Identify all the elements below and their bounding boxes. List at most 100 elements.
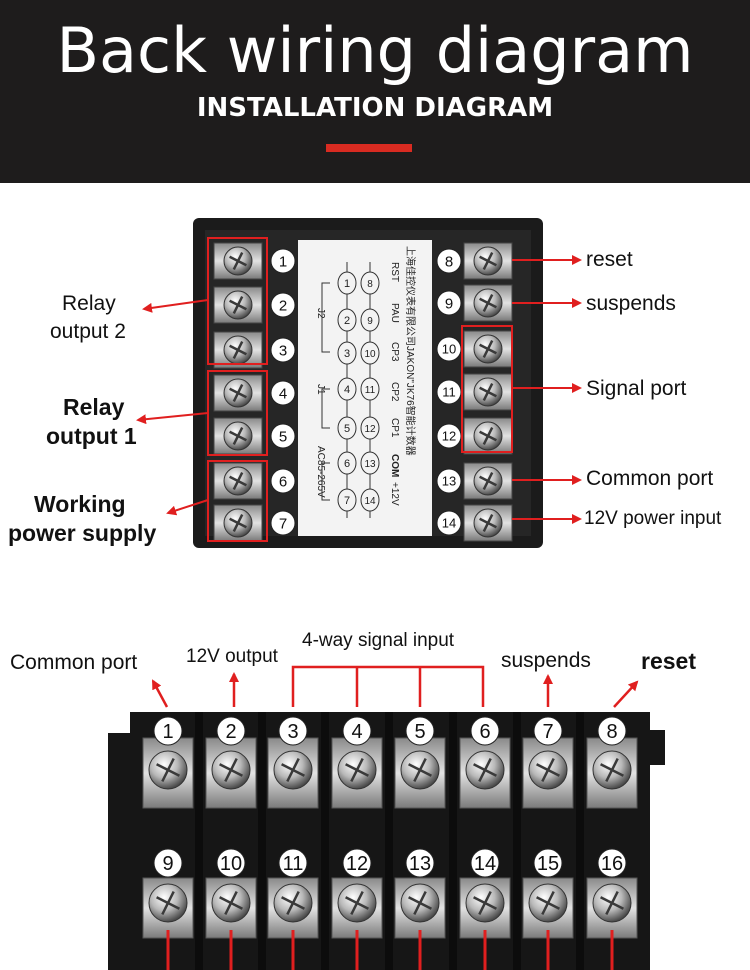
label-relay2-line2: output 2 bbox=[50, 320, 126, 343]
label-relay1-line2: output 1 bbox=[46, 423, 137, 449]
svg-text:10: 10 bbox=[442, 342, 456, 357]
svg-text:2: 2 bbox=[344, 315, 350, 327]
svg-text:14: 14 bbox=[442, 516, 456, 531]
svg-text:13: 13 bbox=[442, 474, 456, 489]
screw-terminal bbox=[473, 466, 503, 496]
panel-circle: 10 bbox=[360, 341, 380, 365]
arrow-common-port bbox=[151, 679, 169, 708]
bracket-signal-input bbox=[291, 665, 485, 707]
label-suspends: suspends bbox=[586, 292, 676, 315]
svg-text:13: 13 bbox=[409, 853, 431, 875]
svg-text:11: 11 bbox=[442, 385, 456, 400]
terminal-number: 4 bbox=[270, 380, 296, 406]
terminal-number: 6 bbox=[270, 468, 296, 494]
terminal-number: 8 bbox=[436, 248, 462, 274]
arrow-reset-bottom bbox=[613, 680, 639, 708]
label-power-line1: Working bbox=[34, 491, 126, 517]
screw-terminal bbox=[473, 508, 503, 538]
terminal-number: 1 bbox=[270, 248, 296, 274]
screw-terminal bbox=[592, 750, 632, 790]
svg-text:15: 15 bbox=[537, 853, 559, 875]
terminal-number: 9 bbox=[436, 290, 462, 316]
svg-text:14: 14 bbox=[474, 853, 496, 875]
svg-text:11: 11 bbox=[365, 385, 376, 396]
panel-schematic: 1234567891011121314RSTPAUCP3CP2CP1COM+12… bbox=[315, 246, 417, 518]
terminal-number-bottom: 12 bbox=[342, 848, 372, 878]
svg-text:7: 7 bbox=[542, 721, 553, 743]
panel-rst: RST bbox=[389, 262, 400, 282]
label-common-port-bottom: Common port bbox=[10, 651, 138, 674]
svg-text:9: 9 bbox=[162, 853, 173, 875]
svg-text:5: 5 bbox=[414, 721, 425, 743]
terminal-number-top: 7 bbox=[533, 716, 563, 746]
terminal-number-bottom: 9 bbox=[153, 848, 183, 878]
panel-j1: J1 bbox=[315, 384, 326, 395]
svg-text:6: 6 bbox=[479, 721, 490, 743]
screw-terminal bbox=[473, 246, 503, 276]
svg-text:4: 4 bbox=[279, 385, 287, 402]
terminal-number: 2 bbox=[270, 292, 296, 318]
svg-text:12: 12 bbox=[346, 853, 368, 875]
panel-circle: 6 bbox=[337, 451, 357, 475]
svg-text:7: 7 bbox=[279, 515, 287, 532]
svg-text:4: 4 bbox=[351, 721, 362, 743]
terminal-number: 10 bbox=[436, 336, 462, 362]
svg-text:3: 3 bbox=[287, 721, 298, 743]
terminal-number: 7 bbox=[270, 510, 296, 536]
panel-circle: 3 bbox=[337, 341, 357, 365]
terminal-number: 5 bbox=[270, 423, 296, 449]
svg-text:1: 1 bbox=[344, 278, 350, 290]
header-banner: Back wiring diagram INSTALLATION DIAGRAM bbox=[0, 0, 750, 183]
panel-circle: 11 bbox=[360, 377, 380, 401]
label-suspends-bottom: suspends bbox=[501, 649, 591, 672]
panel-com: COM bbox=[389, 454, 400, 477]
arrow-relay2 bbox=[142, 299, 209, 313]
screw-terminal bbox=[400, 750, 440, 790]
label-relay1-line1: Relay bbox=[63, 394, 125, 420]
panel-circle: 5 bbox=[337, 416, 357, 440]
panel-circle: 9 bbox=[360, 308, 380, 332]
svg-text:4: 4 bbox=[344, 384, 350, 396]
svg-text:12: 12 bbox=[442, 429, 456, 444]
screw-terminal bbox=[473, 288, 503, 318]
terminal-number-bottom: 10 bbox=[216, 848, 246, 878]
panel-circle: 2 bbox=[337, 308, 357, 332]
label-4way-signal-input: 4-way signal input bbox=[302, 630, 455, 651]
arrow-power bbox=[166, 499, 209, 516]
terminal-number-bottom: 13 bbox=[405, 848, 435, 878]
terminal-number-top: 3 bbox=[278, 716, 308, 746]
screw-terminal bbox=[223, 466, 253, 496]
panel-circle: 7 bbox=[337, 488, 357, 512]
screw-terminal bbox=[337, 750, 377, 790]
panel-circle: 13 bbox=[360, 451, 380, 475]
label-12v-output: 12V output bbox=[186, 646, 278, 667]
svg-text:8: 8 bbox=[606, 721, 617, 743]
svg-text:8: 8 bbox=[445, 253, 453, 270]
label-12v-power-input: 12V power input bbox=[584, 508, 722, 529]
terminal-number-bottom: 14 bbox=[470, 848, 500, 878]
terminal-number-top: 1 bbox=[153, 716, 183, 746]
panel-circle: 12 bbox=[360, 416, 380, 440]
screw-terminal bbox=[211, 750, 251, 790]
svg-text:2: 2 bbox=[279, 297, 287, 314]
screw-terminal bbox=[473, 377, 503, 407]
svg-text:10: 10 bbox=[220, 853, 242, 875]
terminal-number-top: 2 bbox=[216, 716, 246, 746]
svg-text:10: 10 bbox=[364, 349, 376, 360]
page-subtitle: INSTALLATION DIAGRAM bbox=[196, 93, 554, 123]
svg-text:9: 9 bbox=[445, 295, 453, 312]
svg-text:6: 6 bbox=[279, 473, 287, 490]
screw-terminal bbox=[473, 334, 503, 364]
panel-brand: 上海佳控仪表有限公司JAKON"JK76智能计数器 bbox=[404, 246, 417, 456]
screw-terminal bbox=[528, 883, 568, 923]
bottom-wires bbox=[166, 930, 614, 970]
screw-terminal bbox=[223, 290, 253, 320]
screw-terminal bbox=[465, 750, 505, 790]
svg-text:11: 11 bbox=[283, 853, 304, 875]
panel-12v: +12V bbox=[389, 482, 400, 506]
terminal-number: 12 bbox=[436, 423, 462, 449]
terminal-number-bottom: 15 bbox=[533, 848, 563, 878]
